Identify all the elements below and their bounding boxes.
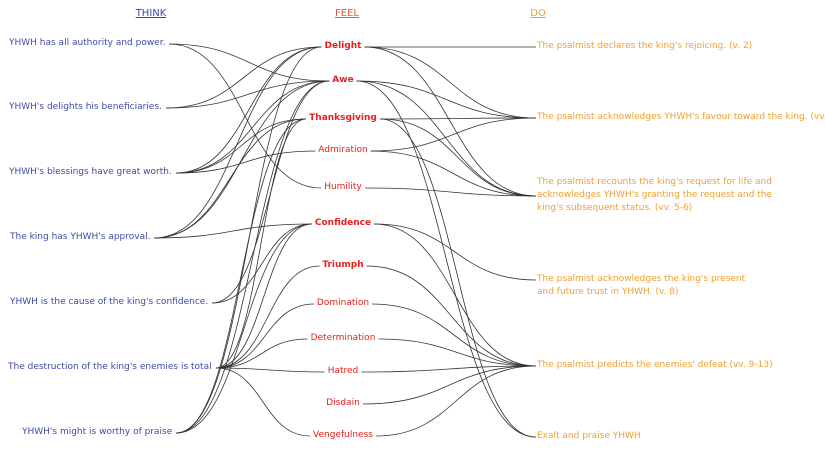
think-node: YHWH has all authority and power. bbox=[8, 37, 167, 50]
think-feel-edge bbox=[175, 150, 316, 174]
feel-do-edge bbox=[370, 117, 537, 152]
do-node: The psalmist acknowledges the king's pre… bbox=[536, 273, 747, 299]
think-feel-edge bbox=[215, 265, 320, 369]
feel-node-admiration: Admiration bbox=[317, 144, 369, 157]
do-node: The psalmist declares the king's rejoici… bbox=[536, 40, 754, 53]
think-feel-edge bbox=[175, 80, 330, 434]
feel-node-determination: Determination bbox=[309, 332, 377, 345]
feel-do-edge bbox=[364, 46, 537, 119]
think-feel-edge bbox=[215, 367, 325, 373]
feel-node-confidence: Confidence bbox=[313, 217, 373, 230]
think-node: YHWH's delights his beneficiaries. bbox=[8, 101, 163, 114]
do-node: Exalt and praise YHWH bbox=[536, 430, 642, 443]
feel-node-triumph: Triumph bbox=[321, 259, 365, 272]
think-node: YHWH's blessings have great worth. bbox=[8, 166, 173, 179]
think-feel-edge bbox=[153, 80, 330, 239]
feel-do-edge bbox=[364, 46, 537, 197]
feel-do-edge bbox=[379, 117, 537, 120]
do-node-line: acknowledges YHWH's granting the request… bbox=[537, 190, 772, 200]
feel-do-edge bbox=[375, 365, 537, 437]
feel-do-edge bbox=[356, 80, 537, 119]
think-node: YHWH is the cause of the king's confiden… bbox=[9, 296, 210, 309]
feel-node-awe: Awe bbox=[331, 74, 355, 87]
think-feel-edge bbox=[215, 223, 313, 369]
feel-do-edge bbox=[373, 223, 537, 281]
do-node: The psalmist predicts the enemies' defea… bbox=[536, 359, 774, 372]
feel-do-edge bbox=[373, 223, 537, 367]
feel-do-edge bbox=[366, 265, 537, 367]
think-feel-edge bbox=[175, 80, 330, 174]
do-node-line: The psalmist acknowledges YHWH's favour … bbox=[537, 112, 825, 122]
think-header: THINK bbox=[135, 8, 167, 19]
think-node: The king has YHWH's approval. bbox=[9, 231, 152, 244]
feel-do-edge bbox=[362, 365, 537, 405]
feel-do-edge bbox=[356, 80, 537, 438]
feel-do-edge bbox=[370, 150, 537, 197]
think-feel-edge bbox=[175, 118, 307, 434]
feel-do-edge bbox=[361, 365, 537, 373]
feel-do-edge bbox=[379, 118, 537, 197]
think-feel-edge bbox=[153, 223, 313, 239]
do-header: DO bbox=[530, 8, 546, 19]
do-node-line: The psalmist predicts the enemies' defea… bbox=[537, 360, 773, 370]
think-feel-edge bbox=[165, 46, 322, 109]
do-node-line: and future trust in YHWH. (v. 8) bbox=[537, 287, 679, 297]
feel-do-edge bbox=[356, 80, 537, 197]
do-node-line: Exalt and praise YHWH bbox=[537, 431, 641, 441]
think-feel-edge bbox=[215, 303, 315, 369]
think-feel-edge bbox=[153, 46, 322, 239]
think-feel-edge bbox=[153, 118, 307, 239]
feel-node-hatred: Hatred bbox=[326, 365, 360, 378]
do-node-line: king's subsequent status. (vv. 5-6) bbox=[537, 203, 693, 213]
do-node: The psalmist acknowledges YHWH's favour … bbox=[536, 111, 825, 124]
feel-node-delight: Delight bbox=[323, 40, 363, 53]
feel-do-edge bbox=[371, 303, 537, 367]
feel-node-domination: Domination bbox=[315, 297, 371, 310]
do-node-line: The psalmist declares the king's rejoici… bbox=[537, 41, 753, 51]
think-feel-edge bbox=[215, 338, 308, 369]
think-feel-edge bbox=[215, 367, 311, 437]
think-feel-edge bbox=[211, 223, 313, 304]
think-feel-edge bbox=[215, 118, 307, 369]
feel-header: FEEL bbox=[335, 8, 359, 19]
feel-node-disdain: Disdain bbox=[325, 397, 361, 410]
feel-node-thanksgiving: Thanksgiving bbox=[308, 112, 378, 125]
think-feel-edge bbox=[175, 118, 307, 174]
think-feel-edge bbox=[168, 43, 330, 82]
do-node-line: The psalmist acknowledges the king's pre… bbox=[537, 274, 746, 284]
think-feel-edge bbox=[175, 46, 322, 174]
feel-do-edge bbox=[378, 338, 537, 367]
feel-do-edge bbox=[364, 187, 537, 197]
think-node: YHWH's might is worthy of praise bbox=[21, 426, 174, 439]
feel-node-vengefulness: Vengefulness bbox=[312, 429, 374, 442]
do-node-line: The psalmist recounts the king's request… bbox=[537, 177, 772, 187]
feel-node-humility: Humility bbox=[323, 181, 363, 194]
do-node: The psalmist recounts the king's request… bbox=[536, 176, 773, 215]
think-feel-edge bbox=[175, 223, 313, 434]
think-feel-edge bbox=[165, 80, 330, 109]
feel-do-edge bbox=[379, 118, 537, 438]
think-node: The destruction of the king's enemies is… bbox=[7, 361, 213, 374]
